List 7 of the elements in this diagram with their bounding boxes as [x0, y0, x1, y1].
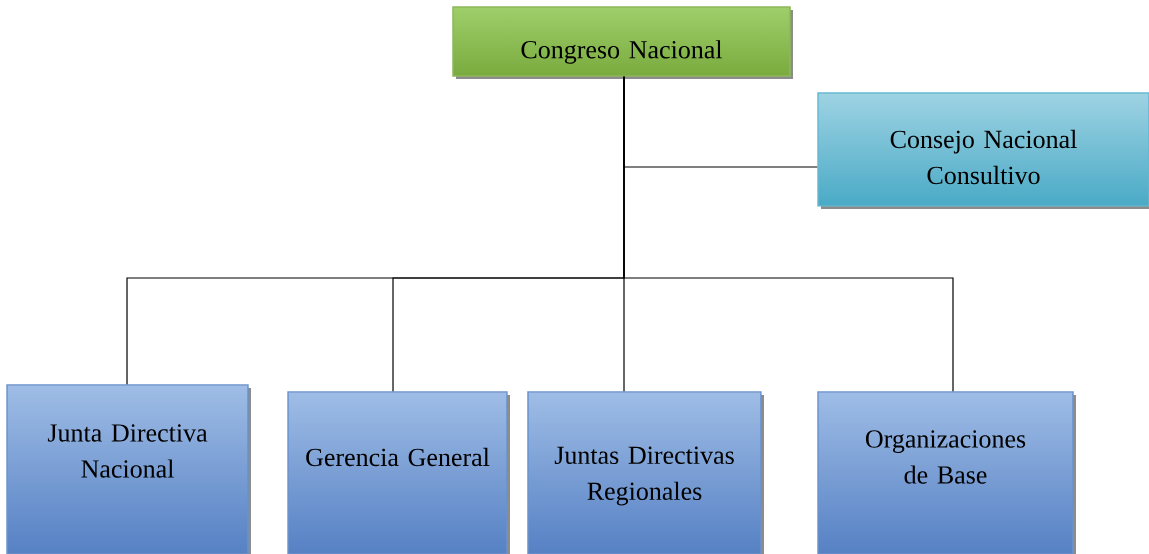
- org-box: Organizaciones de Base: [817, 391, 1076, 554]
- org-box: Junta Directiva Nacional: [6, 384, 251, 554]
- org-box: Juntas Directivas Regionales: [527, 391, 764, 554]
- org-box: Consejo Nacional Consultivo: [817, 92, 1149, 209]
- connector-line: [623, 76, 954, 392]
- org-box: Congreso Nacional: [452, 6, 793, 79]
- org-box: Gerencia General: [287, 391, 510, 554]
